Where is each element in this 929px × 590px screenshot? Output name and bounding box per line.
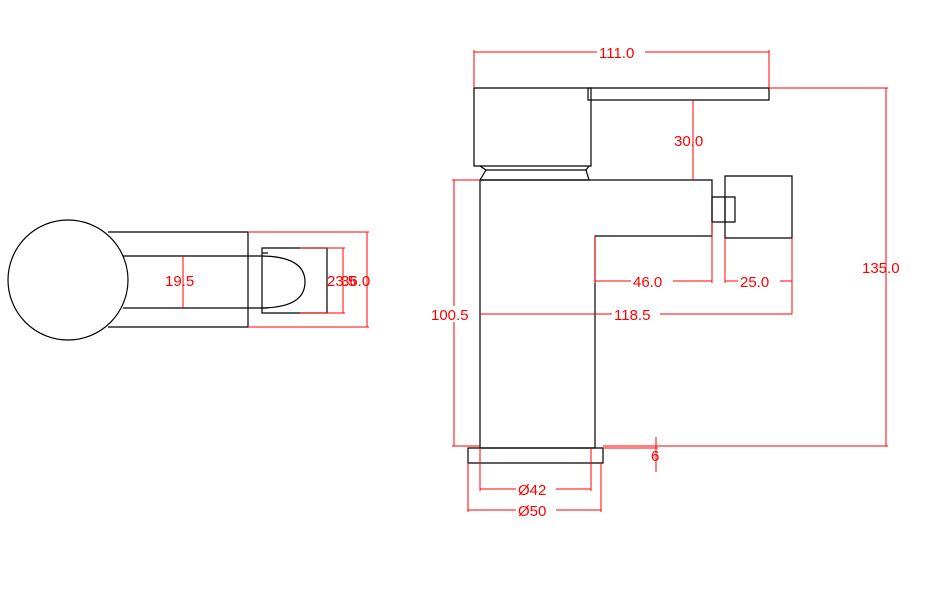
side-view-cartridge-ring — [478, 169, 590, 181]
dim-label-handle-gap: 30.0 — [674, 133, 703, 150]
top-view-handle-circle — [7, 219, 129, 341]
dim-label-bg — [597, 44, 645, 60]
side-view-aerator-stub — [711, 196, 736, 223]
dim-label-total-height: 135.0 — [862, 260, 900, 277]
top-view-body-outline — [108, 231, 249, 328]
dim-label-top-width: 111.0 — [599, 45, 634, 62]
side-view-handle-block — [473, 87, 592, 167]
dim-label-spout-tip: 25.0 — [740, 274, 769, 291]
top-view-spout-tip — [261, 247, 328, 314]
dim-label-base-outer: Ø50 — [518, 503, 546, 520]
dim-label-top-inner: 19.5 — [165, 273, 194, 290]
top-view: 19.5 23.5 36.0 — [7, 219, 370, 341]
dim-label-top-outer: 36.0 — [341, 273, 370, 290]
side-view-handle-neck — [479, 165, 590, 171]
dim-label-base-inner: Ø42 — [518, 482, 546, 499]
dim-label-bg — [631, 273, 673, 289]
side-view-base — [467, 447, 604, 464]
dim-label-bg — [612, 306, 660, 322]
side-view: 111.0 30.0 135.0 46.0 25.0 100.5 118.5 — [430, 44, 900, 520]
top-view-spout-inner — [123, 255, 306, 309]
dim-label-bg — [738, 273, 780, 289]
dim-label-body-height: 100.5 — [431, 307, 469, 324]
dim-label-base-thickness: 6 — [651, 448, 659, 465]
dim-label-spout-reach: 46.0 — [633, 274, 662, 291]
dim-label-bg — [430, 306, 476, 322]
dim-label-bg — [516, 481, 556, 497]
side-view-handle-lever — [587, 87, 770, 101]
dim-label-top-tip: 23.5 — [327, 273, 356, 290]
dim-label-overall-reach: 118.5 — [614, 307, 650, 324]
dim-label-bg — [516, 502, 556, 518]
